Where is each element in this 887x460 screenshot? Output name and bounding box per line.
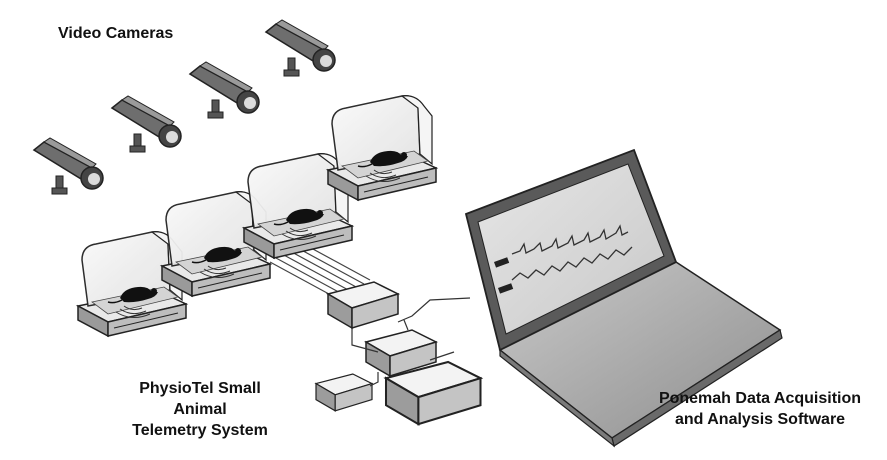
- receiver-icon: [315, 373, 373, 412]
- video-camera-icon: [111, 95, 182, 153]
- video-cameras-label: Video Cameras: [58, 23, 173, 44]
- telemetry-label-line1: PhysioTel Small Animal: [139, 380, 261, 418]
- software-label: Ponemah Data Acquisition and Analysis So…: [655, 388, 865, 430]
- telemetry-system-label: PhysioTel Small Animal Telemetry System: [115, 378, 285, 441]
- video-camera-icon: [33, 137, 104, 195]
- video-camera-icon: [189, 61, 260, 119]
- telemetry-label-line2: Telemetry System: [132, 422, 268, 439]
- software-label-line1: Ponemah Data Acquisition: [658, 390, 862, 407]
- receiver-icon: [327, 281, 399, 329]
- video-cameras-text: Video Cameras: [58, 25, 174, 42]
- laptop-icon: [464, 148, 783, 448]
- video-camera-icon: [265, 19, 336, 77]
- cage-icon: [327, 94, 437, 201]
- connection-wires: [351, 297, 471, 387]
- software-label-line2: and Analysis Software: [674, 411, 846, 428]
